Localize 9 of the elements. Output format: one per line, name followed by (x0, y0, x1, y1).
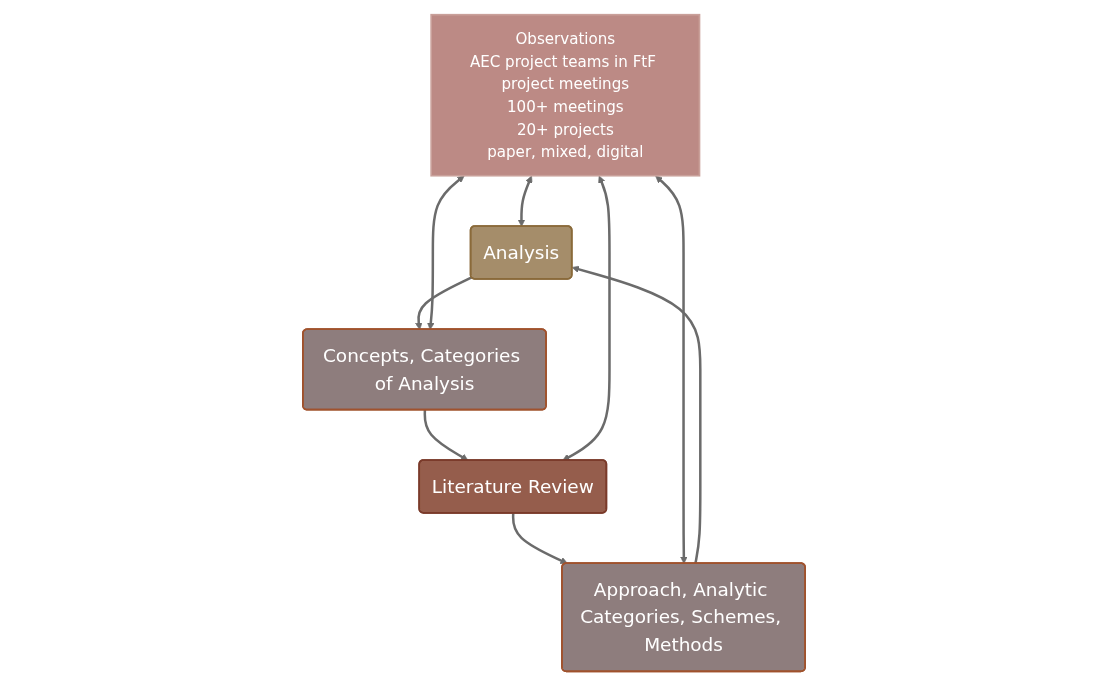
arrow (562, 175, 611, 461)
arrow (511, 512, 568, 564)
arrow (415, 275, 473, 330)
arrow (427, 175, 465, 330)
arrow (517, 175, 533, 227)
node-box: Observations AEC project teams in FtF project meetings 100+ meetings 20+ projects paper, mixed, digital (430, 13, 701, 177)
arrow (423, 409, 469, 461)
arrow (571, 265, 702, 564)
arrow (655, 175, 688, 564)
